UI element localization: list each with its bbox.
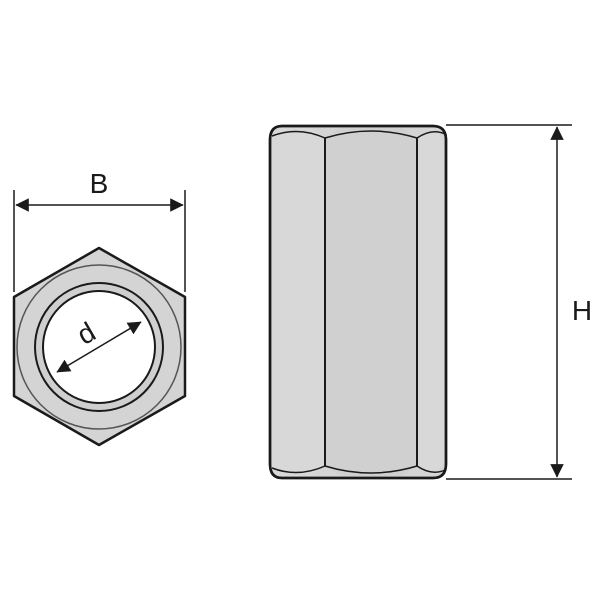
b-dimension-label: B [90,168,109,199]
center-flat [325,128,417,476]
left-flat [272,128,325,476]
body-outline-stroke [268,124,448,480]
end-view: B d [12,168,187,447]
right-flat [417,128,444,476]
bottom-chamfer-arcs [271,465,446,474]
d-dimension-arrow [56,321,142,373]
top-chamfer-arcs [271,130,446,139]
side-view: H [268,124,592,480]
h-dimension-label: H [572,295,592,326]
